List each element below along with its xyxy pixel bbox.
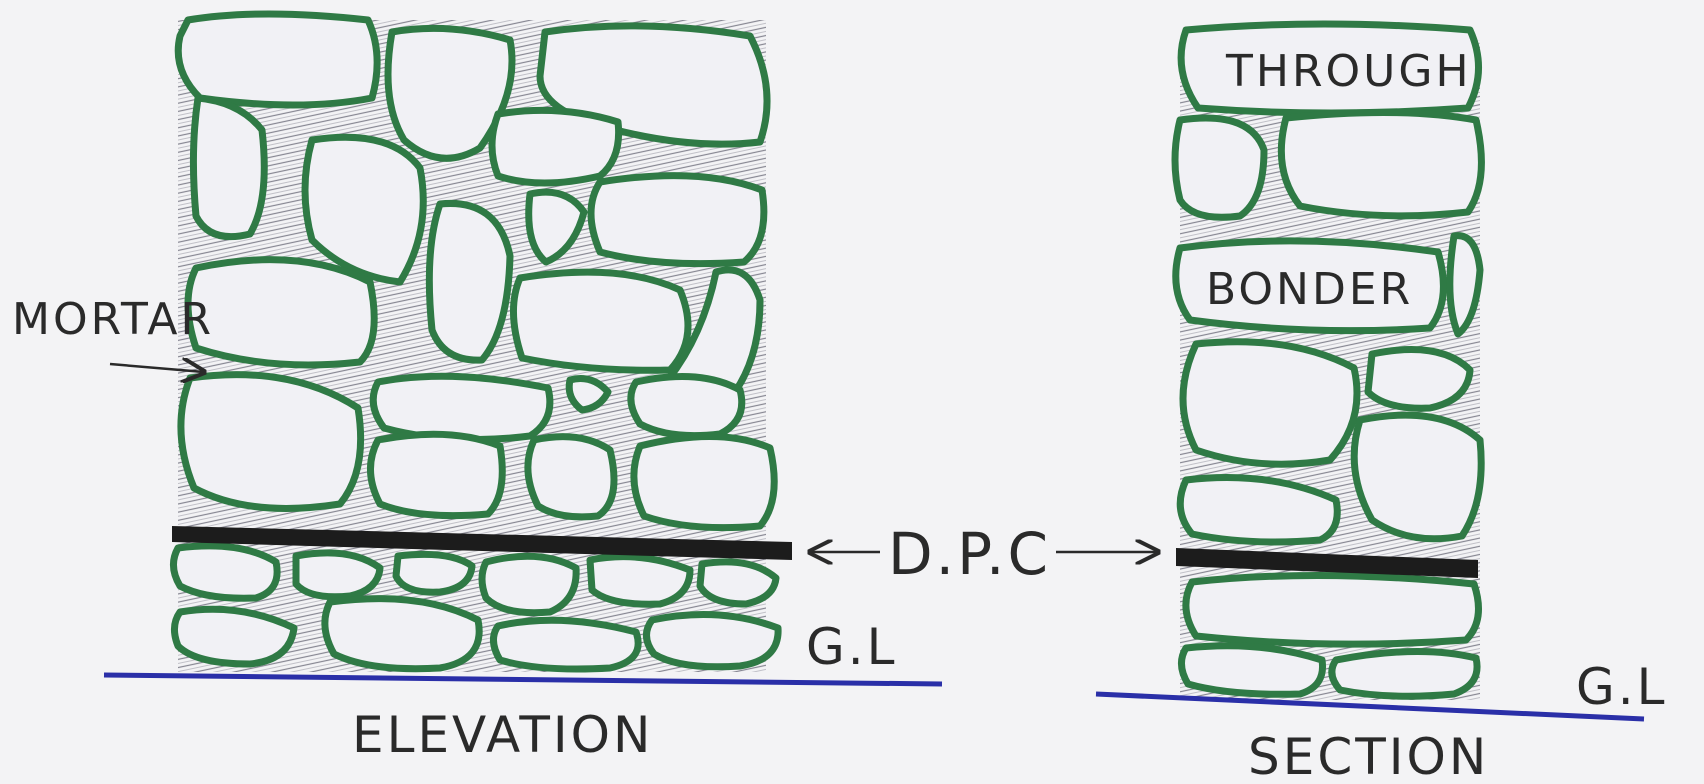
stone: [643, 611, 782, 671]
stone: [321, 595, 483, 673]
stone: [177, 371, 365, 512]
stone: [384, 24, 516, 162]
stone: [488, 106, 623, 187]
through-stone: [1177, 20, 1482, 117]
stone: [292, 549, 384, 601]
stone: [189, 94, 268, 241]
section-dpc-layer: [1176, 548, 1478, 578]
stone: [1182, 571, 1482, 648]
section-title: SECTION: [1248, 728, 1489, 784]
stone: [392, 550, 476, 596]
stone: [301, 133, 427, 286]
ground-level-label-elevation: G.L: [806, 618, 898, 676]
stone: [170, 542, 281, 602]
bonder-stone: [1172, 237, 1447, 335]
stone: [490, 616, 642, 673]
stone: [696, 558, 780, 608]
stone: [630, 433, 778, 532]
section-stones: [1171, 20, 1485, 700]
stone: [1178, 642, 1327, 698]
elevation-wall: [103, 10, 943, 687]
elevation-title: ELEVATION: [352, 706, 653, 764]
ground-level-label-section: G.L: [1576, 658, 1668, 716]
elevation-dpc-layer: [172, 526, 792, 560]
stone: [627, 373, 746, 440]
stone: [1328, 648, 1481, 700]
stone: [366, 430, 506, 520]
section-ground-line: [1095, 691, 1645, 722]
stone: [1277, 108, 1485, 220]
stone: [174, 10, 381, 109]
stone: [525, 188, 588, 266]
stone: [369, 372, 554, 444]
stone: [565, 375, 612, 414]
stone: [1179, 338, 1361, 468]
stone: [524, 433, 618, 521]
stone: [171, 605, 298, 668]
through-label: THROUGH: [1225, 46, 1472, 97]
stone: [587, 172, 768, 268]
dpc-label: D.P.C: [888, 520, 1051, 588]
stone: [184, 256, 378, 369]
elevation-stones: [170, 10, 782, 673]
stone: [425, 199, 514, 364]
stone: [1171, 114, 1268, 221]
stone: [1350, 411, 1485, 543]
bonder-label: BONDER: [1206, 264, 1413, 315]
stone: [510, 268, 692, 374]
stone: [1446, 232, 1484, 338]
elevation-ground-line: [103, 672, 943, 687]
stone: [1364, 346, 1474, 412]
section-wall: [1095, 20, 1645, 722]
stone: [478, 552, 580, 617]
mortar-label: MORTAR: [12, 294, 214, 345]
mortar-arrow: [109, 364, 204, 372]
stone: [1176, 474, 1341, 546]
stone: [586, 553, 694, 608]
